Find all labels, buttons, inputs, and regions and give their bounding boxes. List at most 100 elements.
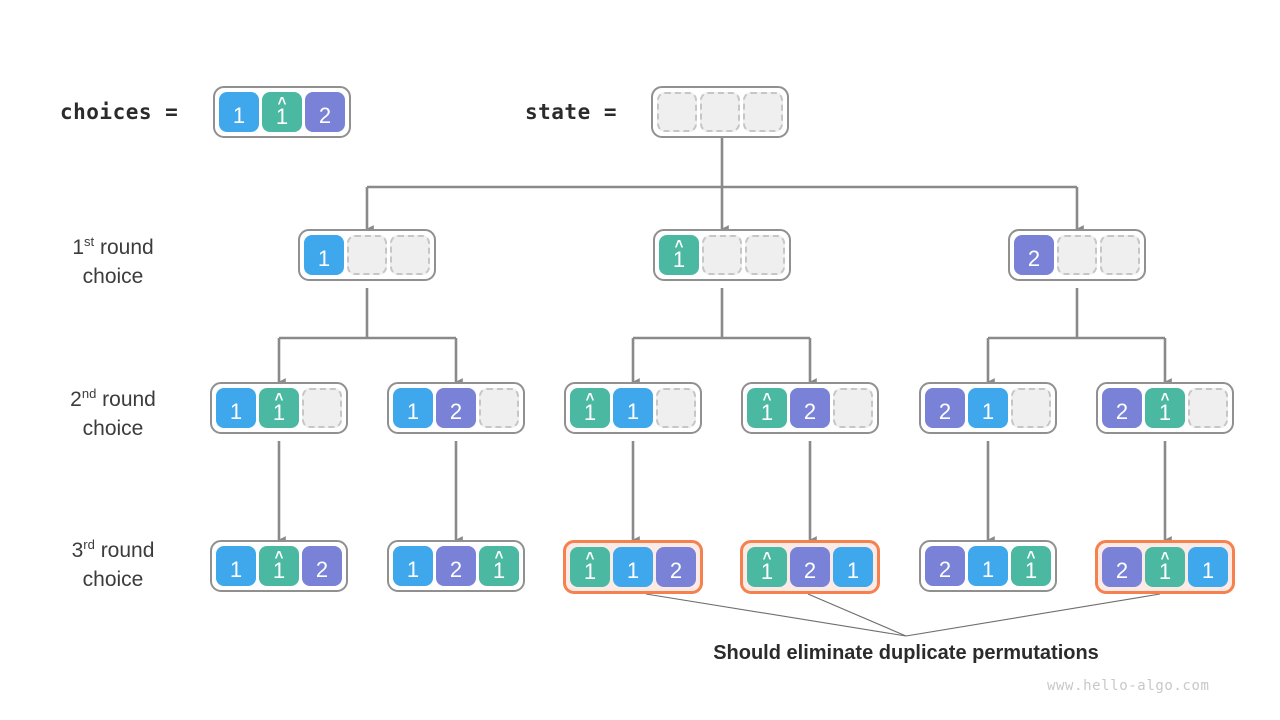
row-label-third-line2: choice — [82, 567, 144, 591]
value-cell: 1 — [219, 92, 259, 132]
cell-value: 1 — [1024, 558, 1038, 583]
empty-cell — [657, 92, 697, 132]
row-label-second-line1: 2nd round — [70, 386, 156, 411]
value-cell: 1 — [968, 388, 1008, 428]
empty-cell — [1100, 235, 1140, 275]
value-cell: 1 — [1188, 547, 1228, 587]
cell-value: 2 — [803, 399, 817, 424]
empty-cell — [302, 388, 342, 428]
watermark: www.hello-algo.com — [1047, 678, 1210, 694]
empty-cell — [700, 92, 740, 132]
tree-node-first-round-1: 1 — [298, 229, 436, 281]
empty-cell — [1188, 388, 1228, 428]
cell-value: 1 — [583, 400, 597, 425]
value-cell: 1 — [833, 547, 873, 587]
empty-cell — [833, 388, 873, 428]
cell-value: 2 — [315, 557, 329, 582]
cell-value: 1 — [492, 558, 506, 583]
empty-cell — [479, 388, 519, 428]
empty-cell — [656, 388, 696, 428]
cell-value: 1 — [1201, 558, 1215, 583]
cell-value: 1 — [406, 557, 420, 582]
caret-icon: ˄ — [762, 389, 772, 406]
caret-icon: ˄ — [494, 547, 504, 564]
value-cell: ˄1 — [659, 235, 699, 275]
tree-node-third-round-5: 2 1˄1 — [919, 540, 1057, 592]
cell-value: 2 — [669, 558, 683, 583]
tree-node-third-round-1: 1 ˄1 2 — [210, 540, 348, 592]
cell-value: 1 — [626, 399, 640, 424]
state-array — [651, 86, 789, 138]
empty-cell — [702, 235, 742, 275]
row-label-second-line2: choice — [82, 416, 144, 440]
row-label-third: 3rd round choice — [72, 536, 155, 595]
value-cell: 2 — [1102, 388, 1142, 428]
cell-value: 2 — [938, 399, 952, 424]
value-cell: ˄1 — [747, 547, 787, 587]
value-cell: ˄1 — [259, 388, 299, 428]
cell-value: 2 — [318, 103, 332, 128]
row-label-first: 1st round choice — [72, 233, 153, 292]
row-label-first-line1: 1st round — [72, 234, 154, 259]
value-cell: 1 — [304, 235, 344, 275]
cell-value: 2 — [1115, 558, 1129, 583]
tree-node-second-round-1: 1˄1 — [210, 382, 348, 434]
value-cell: 1 — [393, 388, 433, 428]
tree-node-first-round-2: ˄1 — [653, 229, 791, 281]
cell-value: 1 — [229, 557, 243, 582]
cell-value: 1 — [981, 399, 995, 424]
choices-array: 1 ˄1 2 — [213, 86, 351, 138]
value-cell: ˄1 — [570, 547, 610, 587]
cell-value: 1 — [760, 400, 774, 425]
caret-icon: ˄ — [274, 547, 284, 564]
value-cell: 2 — [305, 92, 345, 132]
caption-text: Should eliminate duplicate permutations — [713, 642, 1099, 664]
cell-value: 1 — [760, 559, 774, 584]
value-cell: 2 — [1014, 235, 1054, 275]
tree-node-first-round-3: 2 — [1008, 229, 1146, 281]
row-label-third-line1: 3rd round — [71, 537, 155, 562]
empty-cell — [745, 235, 785, 275]
value-cell: 1 — [393, 546, 433, 586]
value-cell: 2 — [656, 547, 696, 587]
cell-value: 2 — [449, 557, 463, 582]
cell-value: 2 — [1115, 399, 1129, 424]
value-cell: 1 — [613, 547, 653, 587]
value-cell: 2 — [436, 388, 476, 428]
caret-icon: ˄ — [762, 548, 772, 565]
value-cell: ˄1 — [262, 92, 302, 132]
empty-cell — [1057, 235, 1097, 275]
row-label-second: 2nd round choice — [70, 385, 156, 444]
cell-value: 1 — [626, 558, 640, 583]
value-cell: 1 — [216, 388, 256, 428]
empty-cell — [743, 92, 783, 132]
value-cell: 2 — [925, 388, 965, 428]
cell-value: 2 — [938, 557, 952, 582]
tree-node-second-round-6: 2˄1 — [1096, 382, 1234, 434]
value-cell: 2 — [1102, 547, 1142, 587]
cell-value: 1 — [272, 400, 286, 425]
value-cell: 1 — [216, 546, 256, 586]
value-cell: ˄1 — [259, 546, 299, 586]
choices-label: choices = — [60, 100, 179, 124]
cell-value: 1 — [672, 247, 686, 272]
caret-icon: ˄ — [585, 548, 595, 565]
row-label-first-line2: choice — [82, 264, 144, 288]
value-cell: ˄1 — [1011, 546, 1051, 586]
cell-value: 2 — [1027, 246, 1041, 271]
value-cell: 2 — [302, 546, 342, 586]
value-cell: 2 — [790, 388, 830, 428]
caret-icon: ˄ — [277, 93, 287, 110]
cell-value: 1 — [1158, 400, 1172, 425]
cell-value: 1 — [232, 103, 246, 128]
empty-cell — [347, 235, 387, 275]
empty-cell — [390, 235, 430, 275]
value-cell: 2 — [790, 547, 830, 587]
state-label: state = — [525, 100, 618, 124]
